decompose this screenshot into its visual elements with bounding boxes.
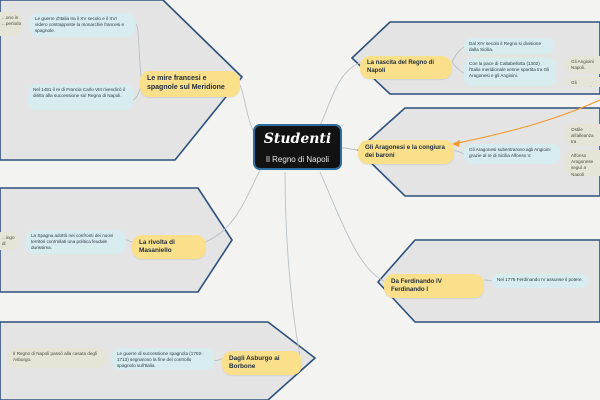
- note-1776-ferdinando[interactable]: Nel 1776 Ferdinando IV assunse il potere…: [492, 274, 588, 288]
- link-masaniello: [204, 165, 263, 243]
- link-ferdinando: [319, 171, 385, 282]
- note-masaniello-edge[interactable]: ...ingo di: [0, 232, 18, 250]
- topic-nascita-regno[interactable]: La nascita del Regno di Napoli: [360, 56, 452, 79]
- note-pace-caltabellotta[interactable]: Con la pace di Caltabellotta (1302) l'It…: [464, 58, 556, 86]
- note-angioini-napoli[interactable]: Gli Angioini Napoli.: [566, 56, 600, 74]
- note-alfonso-v[interactable]: Gli Aragonesi subentrarono agli Angioini…: [464, 144, 560, 164]
- link-nascita: [319, 61, 363, 127]
- note-casata-asburgo[interactable]: Il Regno di Napoli passò alla casata deg…: [8, 348, 106, 368]
- topic-ferdinando[interactable]: Da Ferdinando IV Ferdinando I: [384, 274, 484, 298]
- frame-mire: [0, 0, 244, 161]
- central-topic-title: Il Regno di Napoli: [265, 155, 330, 164]
- note-aragonesi-side[interactable]: Gli Aragonesi: [566, 77, 600, 87]
- topic-mire-francesi[interactable]: Le mire francesi e spagnole sul Meridion…: [140, 71, 240, 97]
- central-topic[interactable]: Studenti Il Regno di Napoli: [253, 124, 342, 170]
- note-carlo-viii[interactable]: Nel 1491 il re di Francia Carlo VIII riv…: [28, 84, 133, 110]
- note-guerre-italia[interactable]: Le guerre d'Italia tra il XV secolo e il…: [30, 13, 135, 37]
- studenti-logo: Studenti: [263, 131, 332, 147]
- topic-aragonesi-congiura[interactable]: Gli Aragonesi e la congiura dei baroni: [358, 140, 454, 164]
- link-borbone: [284, 171, 301, 357]
- topic-asburgo-borbone[interactable]: Dagli Asburgo ai Borbone: [222, 351, 302, 375]
- note-guerre-successione[interactable]: Le guerre di successione spagnola (1702-…: [112, 348, 214, 370]
- relationship-arrow: [457, 99, 600, 144]
- relationship-arrowhead: [452, 140, 460, 147]
- note-ostile-alleanza[interactable]: Ostile all'alleanza tra rampante il f...: [566, 124, 600, 146]
- note-alfonso-napoli[interactable]: Alfonso Aragonese seguì a Napoli cultura…: [566, 150, 600, 176]
- note-xiv-secolo[interactable]: Dal XIV secolo il Regno si divisione dal…: [464, 38, 554, 54]
- topic-rivolta-masaniello[interactable]: La rivolta di Masaniello: [132, 235, 206, 259]
- note-mire-edge-top[interactable]: ...ono in ...periodo: [0, 12, 22, 36]
- note-politica-feudale[interactable]: La Spagna adottò nei confronti dei nuovi…: [26, 230, 126, 254]
